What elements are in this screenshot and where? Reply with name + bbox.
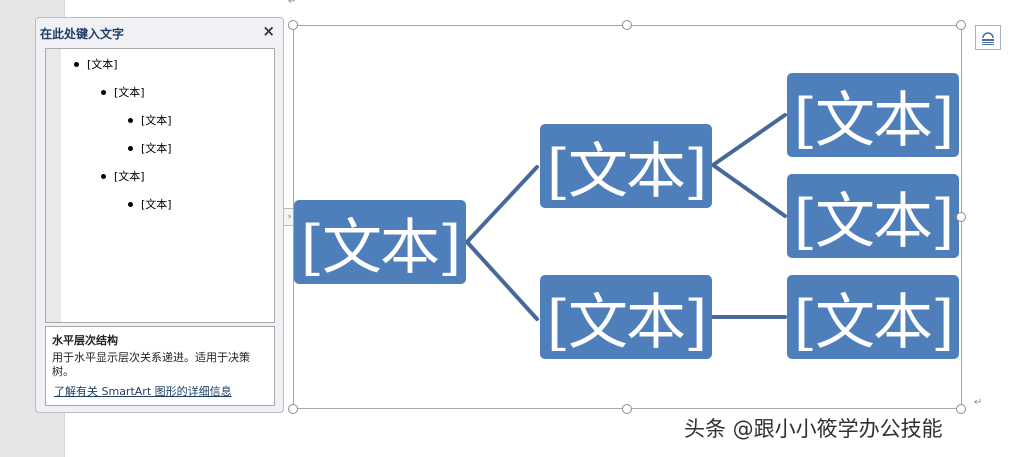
bullet-icon bbox=[74, 61, 79, 67]
resize-handle[interactable] bbox=[622, 20, 632, 30]
list-gutter bbox=[46, 49, 61, 322]
resize-handle[interactable] bbox=[622, 404, 632, 414]
list-item[interactable]: [文本] bbox=[128, 112, 172, 128]
layout-options-icon bbox=[982, 31, 994, 45]
resize-handle[interactable] bbox=[956, 20, 966, 30]
smartart-node-level3[interactable]: [文本] bbox=[787, 73, 959, 157]
list-item-text: [文本] bbox=[114, 170, 145, 183]
smartart-text-pane: 在此处键入文字 × [文本] [文本] [文本] [文本] [文本] [文本] bbox=[35, 17, 284, 413]
bullet-icon bbox=[101, 89, 106, 95]
paragraph-mark: ↵ bbox=[288, 0, 297, 7]
list-item[interactable]: [文本] bbox=[101, 168, 145, 184]
layout-description: 水平层次结构 用于水平显示层次关系递进。适用于决策树。 了解有关 SmartAr… bbox=[45, 326, 275, 406]
resize-handle[interactable] bbox=[956, 404, 966, 414]
text-pane-list[interactable]: [文本] [文本] [文本] [文本] [文本] [文本] bbox=[45, 48, 275, 323]
layout-options-button[interactable] bbox=[975, 25, 1001, 50]
watermark: 头条 @跟小小筱学办公技能 bbox=[684, 417, 943, 441]
layout-name: 水平层次结构 bbox=[52, 334, 118, 347]
close-icon[interactable]: × bbox=[262, 22, 275, 40]
list-item-text: [文本] bbox=[141, 198, 172, 211]
smartart-node-level2[interactable]: [文本] bbox=[540, 124, 712, 208]
list-item-text: [文本] bbox=[114, 86, 145, 99]
list-item-text: [文本] bbox=[87, 58, 118, 71]
resize-handle[interactable] bbox=[288, 404, 298, 414]
paragraph-mark: ↵ bbox=[974, 397, 983, 408]
list-item-text: [文本] bbox=[141, 142, 172, 155]
smartart-node-root[interactable]: [文本] bbox=[294, 200, 466, 284]
learn-more-link[interactable]: 了解有关 SmartArt 图形的详细信息 bbox=[54, 385, 232, 398]
bullet-icon bbox=[128, 201, 133, 207]
layout-description-text: 用于水平显示层次关系递进。适用于决策树。 bbox=[52, 351, 250, 378]
text-pane-title: 在此处键入文字 bbox=[40, 27, 125, 41]
bullet-icon bbox=[101, 173, 106, 179]
list-item-text: [文本] bbox=[141, 114, 172, 127]
list-item[interactable]: [文本] bbox=[74, 56, 118, 72]
resize-handle[interactable] bbox=[288, 20, 298, 30]
list-item[interactable]: [文本] bbox=[128, 196, 172, 212]
bullet-icon bbox=[128, 117, 133, 123]
smartart-node-level3[interactable]: [文本] bbox=[787, 275, 959, 359]
list-item[interactable]: [文本] bbox=[101, 84, 145, 100]
smartart-node-level2[interactable]: [文本] bbox=[540, 275, 712, 359]
smartart-node-level3[interactable]: [文本] bbox=[787, 174, 959, 258]
bullet-icon bbox=[128, 145, 133, 151]
resize-handle[interactable] bbox=[956, 212, 966, 222]
list-item[interactable]: [文本] bbox=[128, 140, 172, 156]
